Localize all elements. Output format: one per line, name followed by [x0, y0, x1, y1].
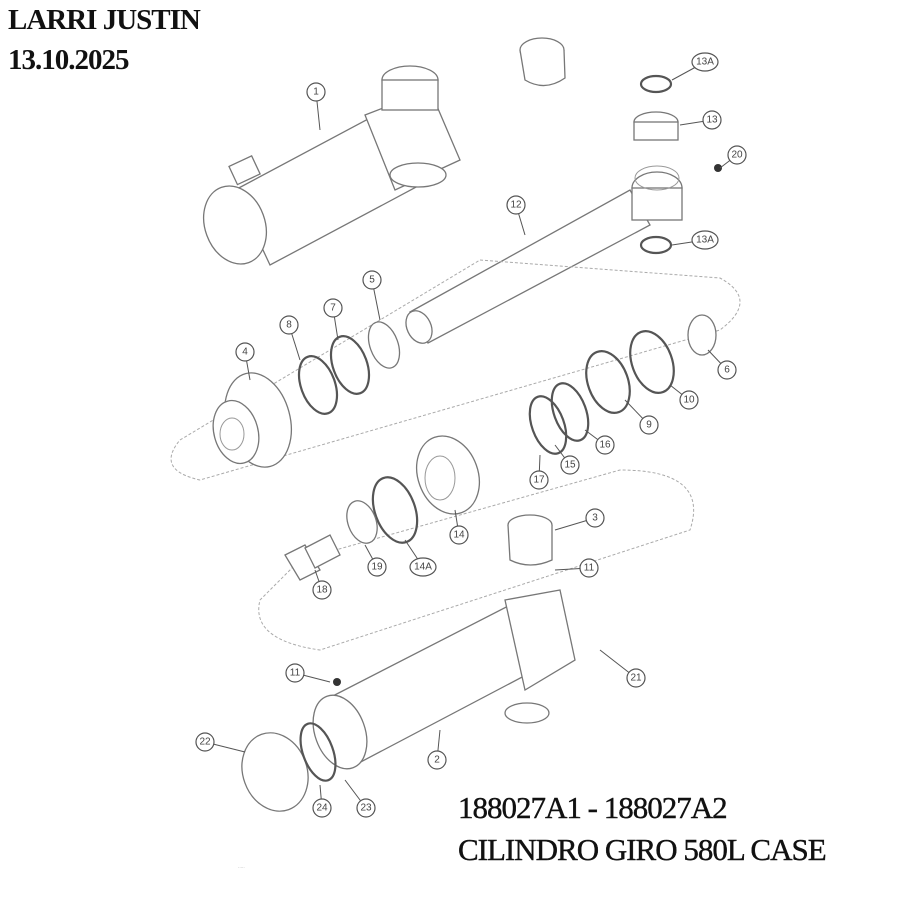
callout-bubble [506, 195, 526, 215]
cylinder-barrel-upper [203, 65, 461, 266]
callout-bubble [691, 52, 719, 72]
part-description: CILINDRO GIRO 580L CASE [458, 832, 827, 867]
callout-15: 15 [554, 444, 580, 475]
callout-label: 14A [414, 562, 432, 573]
callout-bubble [626, 668, 646, 688]
bolt [284, 534, 341, 581]
callout-label: 22 [199, 737, 211, 748]
callout-label: 21 [630, 673, 642, 684]
callout-11: 11 [554, 558, 599, 578]
figure-code: ····· [238, 865, 245, 870]
callout-18: 18 [312, 569, 332, 600]
callout-bubble [717, 360, 737, 380]
callout-bubble [595, 435, 615, 455]
callout-bubble [279, 315, 299, 335]
callout-label: 4 [242, 347, 248, 358]
callout-bubble [579, 558, 599, 578]
callout-label: 18 [316, 585, 328, 596]
callout-23: 23 [344, 779, 376, 818]
callout-label: 20 [731, 150, 743, 161]
callout-label: 1 [313, 87, 319, 98]
callout-2: 2 [427, 729, 447, 770]
callout-label: 13A [696, 235, 714, 246]
callout-label: 15 [564, 460, 576, 471]
callout-bubble [195, 732, 215, 752]
callout-bubble [449, 525, 469, 545]
callout-label: 19 [371, 562, 383, 573]
piston-head [212, 372, 292, 468]
callout-label: 24 [316, 803, 328, 814]
callout-13: 13 [679, 110, 722, 130]
callout-22: 22 [195, 732, 246, 753]
callout-label: 2 [434, 755, 440, 766]
callout-14a: 14A [404, 539, 437, 577]
callout-bubble [427, 750, 447, 770]
callout-bubble [323, 298, 343, 318]
callout-bubble [585, 508, 605, 528]
callout-label: 16 [599, 440, 611, 451]
callout-label: 9 [646, 420, 652, 431]
callout-bubble [306, 82, 326, 102]
callout-bubble [529, 470, 549, 490]
callout-bubble [409, 557, 437, 577]
callout-bubble [727, 145, 747, 165]
callout-21: 21 [599, 649, 646, 688]
callout-3: 3 [554, 508, 605, 531]
callout-bubble [691, 230, 719, 250]
author-name: LARRI JUSTIN [8, 4, 201, 36]
cylinder-barrel-lower [241, 589, 576, 812]
callout-bubble [639, 415, 659, 435]
callout-label: 5 [369, 275, 375, 286]
callout-label: 10 [683, 395, 695, 406]
callout-24: 24 [312, 784, 332, 818]
callout-13a: 13A [671, 230, 719, 250]
callout-label: 3 [592, 513, 598, 524]
callout-19: 19 [364, 544, 387, 577]
piston-rod [405, 164, 722, 344]
callout-10: 10 [669, 384, 699, 410]
callout-label: 11 [584, 563, 595, 574]
callout-bubble [312, 798, 332, 818]
callout-label: 23 [360, 803, 372, 814]
callout-label: 14 [453, 530, 465, 541]
callout-20: 20 [719, 145, 747, 169]
callout-bubble [560, 455, 580, 475]
callout-label: 17 [533, 475, 545, 486]
callout-bubble [702, 110, 722, 130]
callout-14: 14 [449, 509, 469, 545]
callout-label: 13 [706, 115, 718, 126]
part-numbers: 188027A1 - 188027A2 [458, 790, 728, 825]
callout-label: 7 [330, 303, 336, 314]
callout-1: 1 [306, 82, 326, 131]
callout-bubble [367, 557, 387, 577]
callout-label: 8 [286, 320, 292, 331]
date: 13.10.2025 [8, 44, 129, 76]
callout-16: 16 [584, 429, 615, 455]
callout-bubble [356, 798, 376, 818]
callout-17: 17 [529, 454, 549, 490]
callout-9: 9 [624, 399, 659, 435]
callout-6: 6 [707, 349, 737, 380]
callout-4: 4 [235, 342, 255, 381]
callout-bubble [312, 580, 332, 600]
callout-bubble [362, 270, 382, 290]
callout-13a: 13A [671, 52, 719, 81]
callout-bubble [679, 390, 699, 410]
callout-12: 12 [506, 195, 526, 236]
callout-bubble [235, 342, 255, 362]
callout-11: 11 [285, 663, 331, 683]
callout-5: 5 [362, 270, 382, 321]
bushing-top [519, 37, 566, 87]
callout-bubble [285, 663, 305, 683]
callout-label: 6 [724, 365, 730, 376]
callout-8: 8 [279, 315, 301, 361]
callout-label: 13A [696, 57, 714, 68]
assembly-loop-lower [258, 469, 695, 651]
callout-label: 12 [510, 200, 522, 211]
callout-label: 11 [290, 668, 301, 679]
callout-7: 7 [323, 298, 343, 341]
